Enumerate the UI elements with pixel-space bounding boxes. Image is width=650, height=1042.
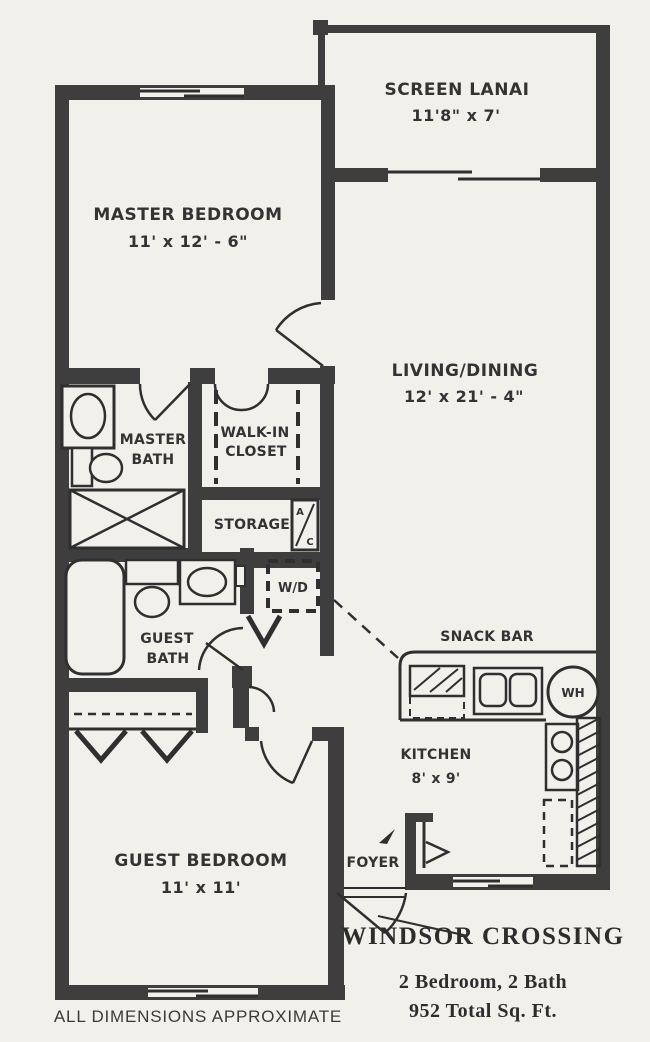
guest-toilet xyxy=(133,585,171,619)
label-living-dining-dims: 12' x 21' - 4" xyxy=(404,387,524,406)
label-walk-in-closet-1: WALK-IN xyxy=(220,425,289,441)
kitchen-window xyxy=(453,879,533,888)
plan-subtitle-beds: 2 Bedroom, 2 Bath xyxy=(399,971,567,993)
label-water-heater: WH xyxy=(561,686,584,700)
label-kitchen-dims: 8' x 9' xyxy=(412,771,461,787)
wall-segment xyxy=(405,813,433,822)
wall-segment xyxy=(188,382,202,552)
fixtures xyxy=(60,384,602,868)
master-bedroom-window xyxy=(140,89,244,98)
door-jamb xyxy=(235,565,246,587)
dishwasher-hatch xyxy=(413,667,463,693)
entry-pointer-line xyxy=(377,915,469,937)
guest-bath-door-swing xyxy=(197,626,244,672)
plan-footnote: ALL DIMENSIONS APPROXIMATE xyxy=(54,1007,342,1026)
washer-dryer-alcove xyxy=(266,559,320,613)
wall-segment xyxy=(335,168,388,182)
guest-bath-sink xyxy=(186,566,228,598)
wall-segment xyxy=(55,368,140,384)
burner xyxy=(550,758,574,782)
ac-slash xyxy=(295,503,315,547)
counter-dashed-edge xyxy=(409,695,465,719)
labels: SCREEN LANAI 11'8" x 7' MASTER BEDROOM 1… xyxy=(54,80,624,1026)
refrigerator-hatch xyxy=(576,717,601,861)
label-living-dining: LIVING/DINING xyxy=(392,361,539,381)
label-screen-lanai: SCREEN LANAI xyxy=(385,80,530,100)
guest-closet-bifold-doors xyxy=(74,729,194,764)
washer-dryer-bifold-door xyxy=(245,614,283,650)
wall-segment xyxy=(318,25,325,88)
label-kitchen: KITCHEN xyxy=(401,747,472,763)
water-heater xyxy=(546,665,600,719)
entry-arrow-icon xyxy=(379,829,395,844)
ceiling-break-dashed-line xyxy=(333,599,399,659)
label-screen-lanai-dims: 11'8" x 7' xyxy=(411,106,500,125)
wall-segment xyxy=(596,25,610,172)
master-bath-door-swing xyxy=(138,383,191,421)
label-guest-bedroom-dims: 11' x 11' xyxy=(161,878,241,897)
label-guest-bath-1: GUEST xyxy=(140,631,194,647)
plan-title: WINDSOR CROSSING xyxy=(341,923,624,950)
wall-segment xyxy=(321,85,335,300)
label-washer-dryer: W/D xyxy=(278,581,308,596)
ac-letter-bottom: C xyxy=(306,537,313,548)
label-snack-bar: SNACK BAR xyxy=(440,629,534,645)
guest-bath-counter xyxy=(124,558,180,586)
label-guest-bedroom: GUEST BEDROOM xyxy=(114,851,287,871)
entry-threshold xyxy=(344,887,406,898)
linen-closet-door-swing xyxy=(248,685,276,713)
lanai-sliding-door xyxy=(388,170,540,181)
wall-segment xyxy=(320,366,334,656)
wall-segment xyxy=(196,678,208,733)
wall-segment xyxy=(202,487,322,500)
master-shower-x xyxy=(69,488,185,550)
closet-rod-lines xyxy=(214,390,300,484)
label-guest-bath-2: BATH xyxy=(147,651,190,667)
ac-letter-top: A xyxy=(296,507,304,518)
wall-segment xyxy=(268,368,335,384)
wall-segment xyxy=(328,727,344,1000)
label-master-bedroom-dims: 11' x 12' - 6" xyxy=(128,232,248,251)
bathtub xyxy=(64,558,126,676)
foyer-closet-bifold-icon xyxy=(425,840,451,865)
refrigerator xyxy=(575,716,602,868)
sink-basin-right xyxy=(508,672,538,708)
wall-segment xyxy=(540,168,610,182)
wall-segment xyxy=(405,813,416,890)
sink-basin-left xyxy=(478,672,508,708)
snack-bar-counter xyxy=(398,650,596,722)
wall-segment xyxy=(596,168,610,890)
label-storage: STORAGE xyxy=(214,517,290,533)
wall-segment xyxy=(233,678,249,728)
burner xyxy=(550,730,574,754)
windows xyxy=(140,88,540,998)
master-toilet xyxy=(88,452,124,484)
wall-segment xyxy=(318,25,610,33)
wall-segment xyxy=(55,678,208,692)
label-master-bath-2: BATH xyxy=(132,452,175,468)
label-foyer: FOYER xyxy=(347,855,400,871)
plan-subtitle-sqft: 952 Total Sq. Ft. xyxy=(409,1000,557,1022)
master-bedroom-door-swing xyxy=(274,301,324,367)
walk-in-closet-door-swing xyxy=(213,383,270,412)
label-master-bath-1: MASTER xyxy=(120,432,187,448)
wall-segment xyxy=(245,727,259,741)
label-master-bedroom: MASTER BEDROOM xyxy=(93,205,282,225)
closet-details xyxy=(69,390,451,868)
guest-bedroom-window xyxy=(148,989,258,998)
kitchen-counter-dashed xyxy=(542,798,574,868)
wall-segment xyxy=(55,85,69,1000)
doors xyxy=(138,301,469,937)
kitchen-sink-unit xyxy=(472,666,544,716)
label-walk-in-closet-2: CLOSET xyxy=(225,444,287,460)
entry-door-swing xyxy=(336,892,408,934)
wall-segment xyxy=(240,548,254,614)
wall-segment xyxy=(190,368,215,384)
guest-bedroom-door-swing xyxy=(259,740,314,785)
master-bath-sink xyxy=(69,392,107,440)
